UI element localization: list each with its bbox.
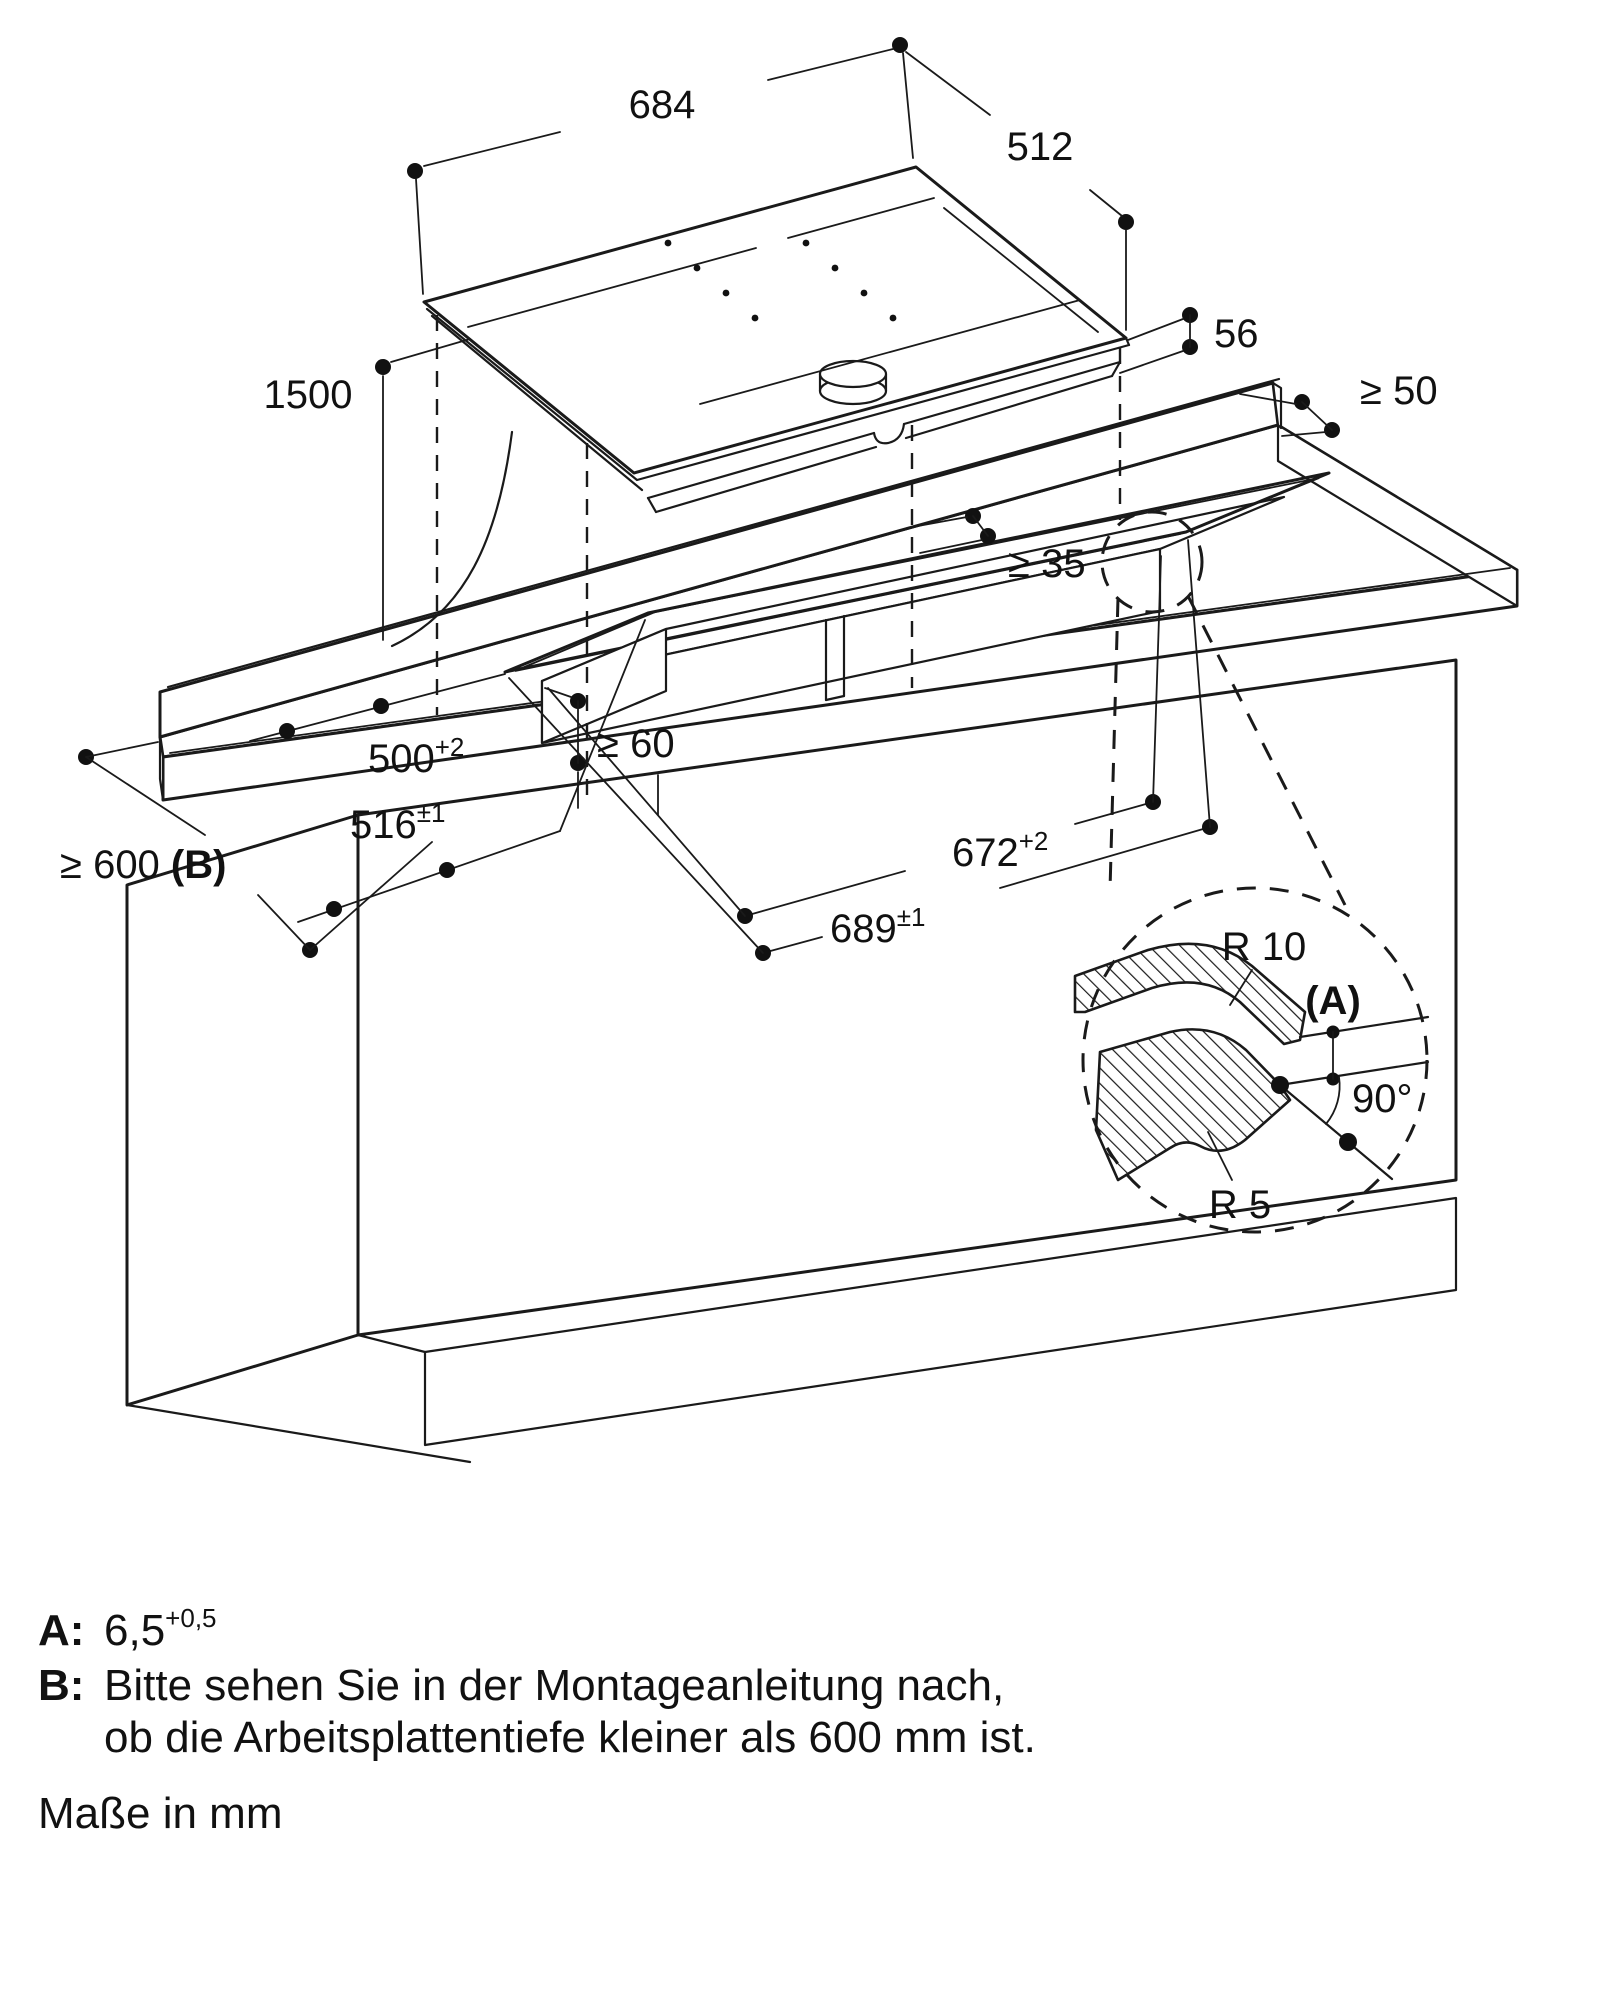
units-note: Maße in mm bbox=[38, 1789, 282, 1838]
dim-672-label: 672+2 bbox=[952, 826, 1048, 875]
detail-source-circle bbox=[1100, 510, 1204, 614]
dim-689: 689±1 bbox=[508, 539, 1218, 961]
note-b-key: B: bbox=[38, 1661, 84, 1710]
dim-500: 500+2 bbox=[249, 673, 506, 781]
dim-56: 56 bbox=[1119, 307, 1259, 374]
dim-detail-90deg: 90° bbox=[1271, 1076, 1413, 1151]
dim-ge50: ≥ 50 bbox=[1239, 369, 1438, 438]
corner-detail: (A) 90° R 10 R 5 bbox=[1073, 510, 1430, 1234]
note-b-line2: ob die Arbeitsplattentiefe kleiner als 6… bbox=[104, 1713, 1036, 1762]
dim-ge600: ≥ 600 (B) bbox=[60, 741, 433, 958]
detail-zoom-circle bbox=[1081, 886, 1429, 1234]
detail-a-label: (A) bbox=[1305, 979, 1361, 1023]
detail-r5-label: R 5 bbox=[1209, 1183, 1271, 1227]
dim-ge50-label: ≥ 50 bbox=[1360, 369, 1438, 413]
detail-90-label: 90° bbox=[1352, 1077, 1413, 1121]
projection-lines bbox=[435, 315, 1122, 798]
power-cable-curve bbox=[390, 430, 514, 648]
dim-ge600-label: ≥ 600 (B) bbox=[60, 843, 226, 887]
section-ledge-surface-line bbox=[1278, 1060, 1430, 1087]
hob-zone-dots bbox=[664, 239, 897, 322]
cabinet-left-panel bbox=[125, 813, 360, 1407]
section-top-surface-line bbox=[1298, 1015, 1430, 1039]
section-inner-wall-line bbox=[1278, 1083, 1394, 1181]
backsplash-rail bbox=[158, 377, 1283, 739]
dim-684-label: 684 bbox=[629, 83, 696, 127]
dim-512-label: 512 bbox=[1007, 125, 1074, 169]
dim-672: 672+2 bbox=[547, 555, 1162, 924]
dim-516-label: 516±1 bbox=[350, 798, 445, 847]
detail-connector-right bbox=[1186, 595, 1347, 906]
hob-surface-markings bbox=[467, 197, 1099, 405]
hob bbox=[422, 165, 1131, 514]
dim-56-label: 56 bbox=[1214, 312, 1259, 356]
cabinet-floor-edge bbox=[125, 1403, 472, 1464]
dim-512: 512 bbox=[905, 51, 1134, 331]
section-lower-piece bbox=[1094, 1028, 1292, 1182]
hob-glass-right-tick bbox=[1124, 336, 1131, 347]
note-b-line1: Bitte sehen Sie in der Montageanleitung … bbox=[104, 1661, 1004, 1710]
cabinet-front-face bbox=[356, 658, 1458, 1337]
note-a-key: A: bbox=[38, 1606, 84, 1655]
cabinet-plinth-return bbox=[356, 1333, 427, 1354]
worktop-right-end-face bbox=[1276, 423, 1519, 608]
detail-r10-label: R 10 bbox=[1222, 925, 1307, 969]
base-cabinet bbox=[125, 658, 1458, 1464]
hob-control-knob bbox=[818, 359, 888, 406]
dim-500-label: 500+2 bbox=[368, 732, 464, 781]
cutout-support-bracket bbox=[824, 614, 846, 702]
dim-689-label: 689±1 bbox=[830, 902, 925, 951]
hob-base-tray bbox=[430, 314, 1122, 514]
backsplash-top-edge bbox=[166, 377, 1281, 689]
cutout-left-wall bbox=[540, 627, 668, 745]
detail-connector-left bbox=[1108, 597, 1120, 891]
cabinet-plinth bbox=[423, 1196, 1458, 1447]
note-a-value: 6,5+0,5 bbox=[104, 1603, 217, 1655]
dim-1500-cable: 1500 bbox=[264, 338, 514, 648]
dim-ge35-label: ≥ 35 bbox=[1008, 542, 1086, 586]
backsplash-right-end bbox=[1271, 381, 1283, 430]
worktop-cutout bbox=[503, 471, 1331, 745]
hob-glass-thickness-edge bbox=[425, 307, 1131, 482]
worktop bbox=[158, 423, 1519, 802]
cutout-rebate-rim-inner bbox=[514, 477, 1320, 672]
dim-684: 684 bbox=[407, 37, 914, 295]
dim-1500-label: 1500 bbox=[264, 373, 353, 417]
hob-glass-top bbox=[422, 165, 1128, 475]
dim-ge35: ≥ 35 bbox=[906, 508, 1086, 586]
dim-detail-A: (A) bbox=[1305, 979, 1361, 1086]
footnotes: A: 6,5+0,5 B: Bitte sehen Sie in der Mon… bbox=[38, 1603, 1036, 1838]
section-upper-piece bbox=[1073, 942, 1307, 1046]
dim-516: 516±1 bbox=[297, 619, 646, 923]
worktop-left-end-face bbox=[158, 735, 165, 802]
